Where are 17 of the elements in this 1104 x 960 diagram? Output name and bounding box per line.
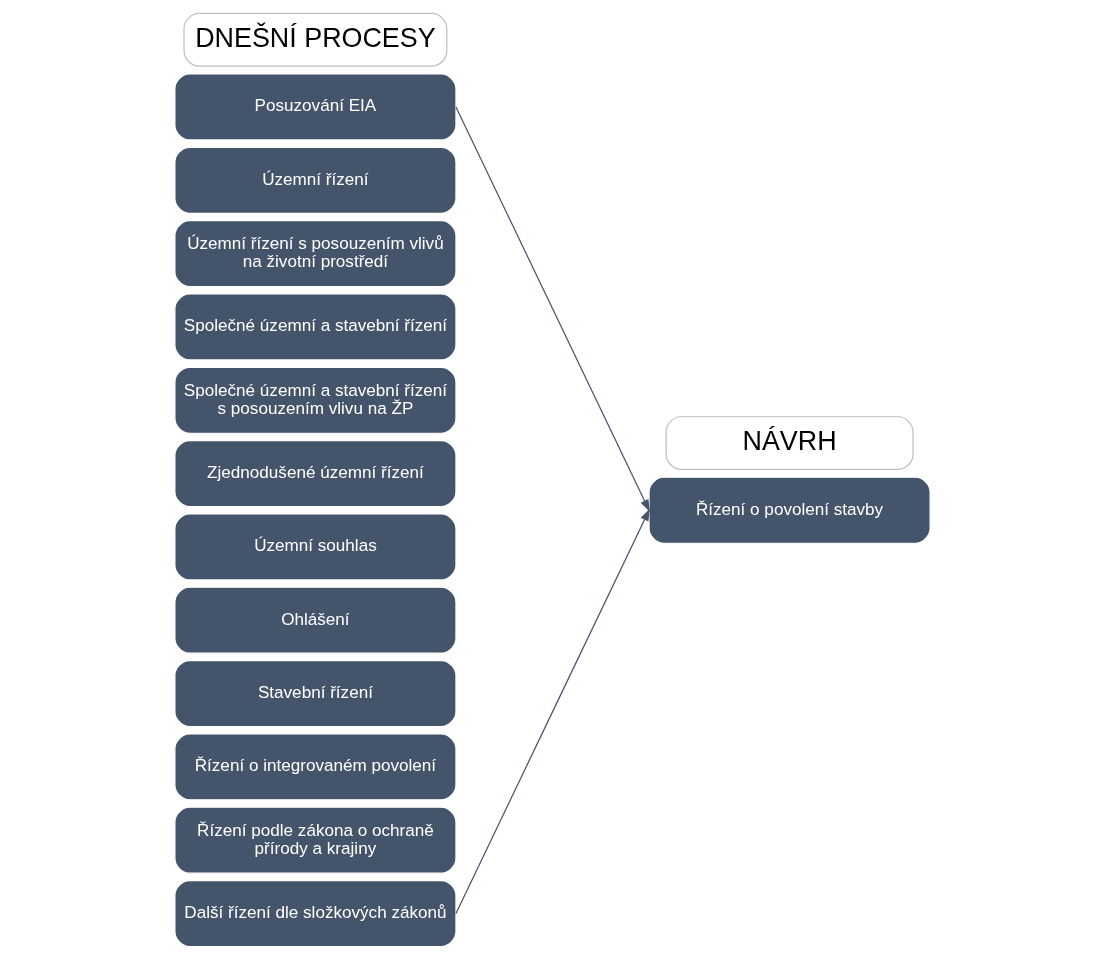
- node-box: Územní řízení s posouzením vlivů na životní prostředí: [173, 220, 457, 288]
- arrow: [454, 508, 650, 915]
- node-box: Stavební řízení: [173, 659, 457, 728]
- node-box: Posuzování EIA: [173, 73, 457, 141]
- node-box: Řízení o povolení stavby: [647, 476, 931, 544]
- node-box: NÁVRH: [665, 416, 914, 470]
- node-box: DNEŠNÍ PROCESY: [182, 12, 447, 67]
- node-box: Zjednodušené územní řízení: [173, 439, 457, 508]
- node-box: Ohlášení: [173, 586, 457, 654]
- node-box: Řízení o integrovaném povolení: [173, 733, 457, 801]
- node-box: Společné územní a stavební řízení s posouzením vlivu na ŽP: [173, 366, 457, 434]
- node-box: Územní souhlas: [173, 513, 457, 581]
- node-box: Řízení podle zákona o ochraně přírody a krajiny: [173, 806, 457, 874]
- node-box: Územní řízení: [173, 146, 457, 214]
- node-box: Společné územní a stavební řízení: [173, 293, 457, 361]
- arrow: [454, 106, 650, 512]
- node-box: Další řízení dle složkových zákonů: [173, 879, 457, 948]
